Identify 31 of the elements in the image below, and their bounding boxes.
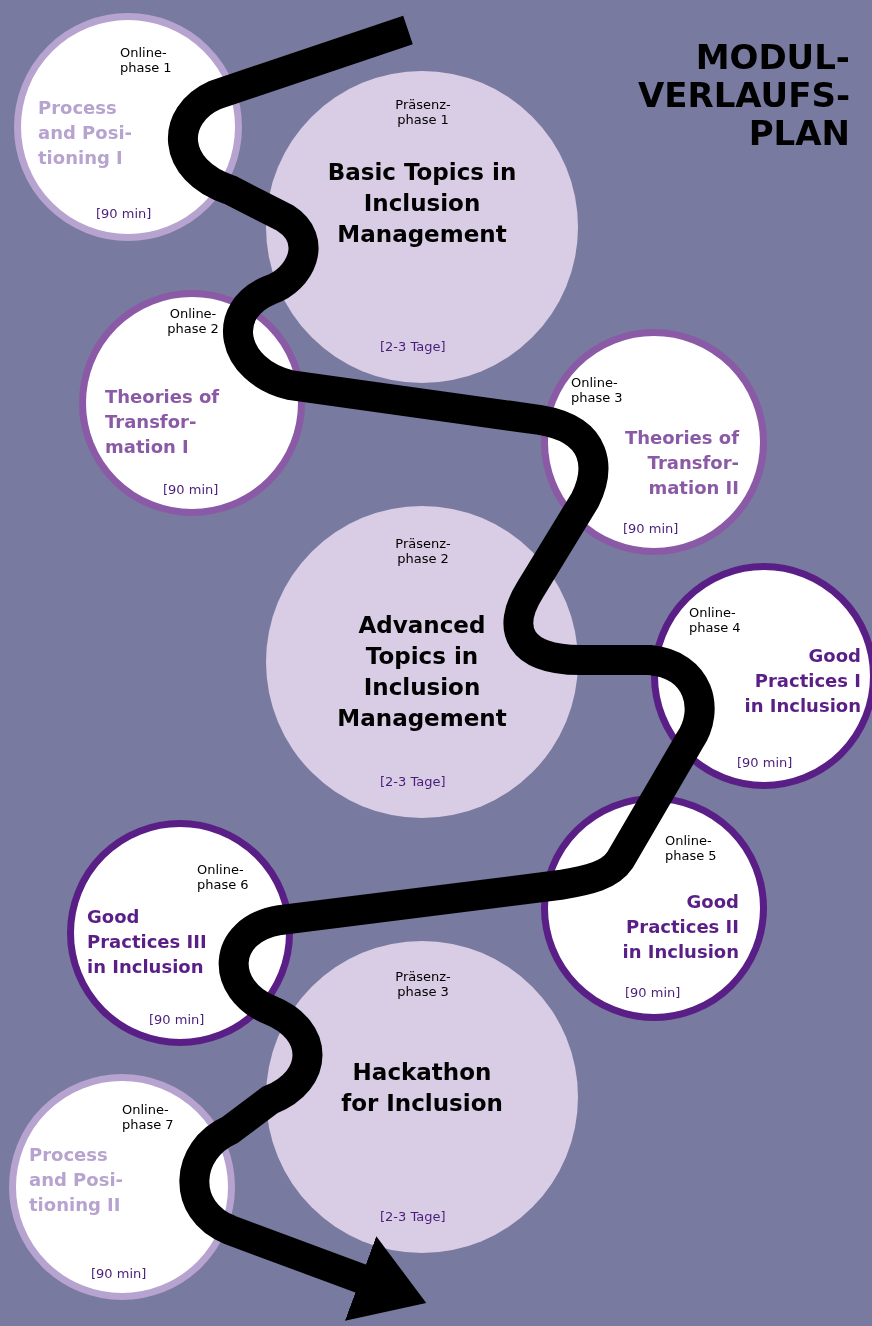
module-title: Good Practices I in Inclusion xyxy=(743,644,861,718)
duration-label: [90 min] xyxy=(625,985,681,1000)
duration-label: [90 min] xyxy=(91,1266,147,1281)
module-title: Process and Posi-tioning II xyxy=(29,1143,125,1217)
phase-label: Online-phase 2 xyxy=(166,306,220,336)
phase-label: Online-phase 4 xyxy=(689,605,742,635)
duration-label: [2-3 Tage] xyxy=(380,339,446,354)
module-title: Hackathon for Inclusion xyxy=(340,1058,504,1118)
module-title: Process and Posi-tioning I xyxy=(38,96,134,170)
duration-label: [2-3 Tage] xyxy=(380,1209,446,1224)
duration-label: [2-3 Tage] xyxy=(380,774,446,789)
duration-label: [90 min] xyxy=(737,755,793,770)
module-title: Good Practices III in Inclusion xyxy=(87,905,208,979)
phase-label: Online-phase 7 xyxy=(122,1102,175,1132)
phase-label: Online-phase 3 xyxy=(571,375,624,405)
module-title: Advanced Topics in Inclusion Management xyxy=(336,611,508,733)
duration-label: [90 min] xyxy=(623,521,679,536)
phase-label: Präsenz-phase 2 xyxy=(394,536,452,566)
duration-label: [90 min] xyxy=(149,1012,205,1027)
duration-label: [90 min] xyxy=(163,482,219,497)
phase-label: Online-phase 6 xyxy=(197,862,250,892)
module-title: Basic Topics in Inclusion Management xyxy=(326,158,518,249)
phase-label: Online-phase 1 xyxy=(120,45,173,75)
phase-label: Präsenz-phase 1 xyxy=(394,97,452,127)
module-title: Theories of Transfor-mation I xyxy=(105,385,221,459)
phase-label: Präsenz-phase 3 xyxy=(394,969,452,999)
diagram-title: MODUL-VERLAUFS-PLAN xyxy=(636,38,850,152)
duration-label: [90 min] xyxy=(96,206,152,221)
module-title: Theories of Transfor-mation II xyxy=(623,426,739,500)
phase-label: Online-phase 5 xyxy=(665,833,718,863)
module-title: Good Practices II in Inclusion xyxy=(621,890,739,964)
